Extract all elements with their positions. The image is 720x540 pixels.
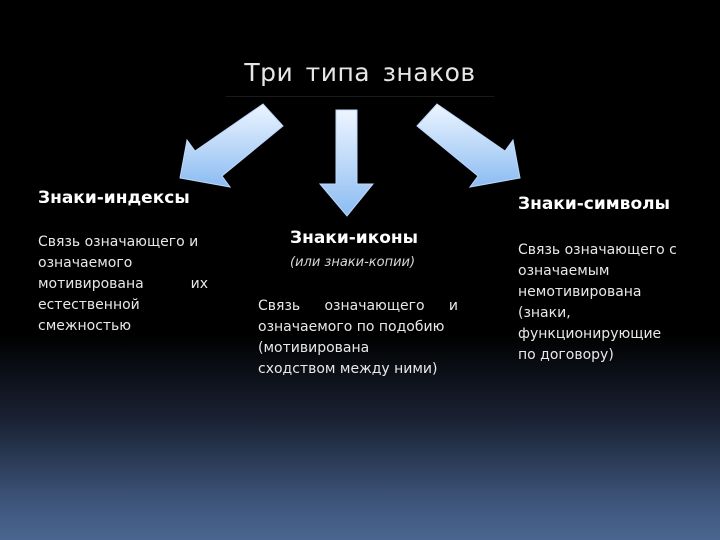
text-line: Связь означающего и <box>258 296 458 317</box>
arrow-down-icon <box>318 109 375 217</box>
text-line: сходством между ними) <box>258 361 438 377</box>
symbol-signs-description: Связь означающего с означаемым немотивир… <box>518 240 698 366</box>
text-line: естественной <box>38 297 140 313</box>
symbol-signs-heading: Знаки-символы <box>518 194 670 214</box>
icon-signs-subtitle: (или знаки-копии) <box>290 255 416 270</box>
text-line: смежностью <box>38 318 132 334</box>
text-line: мотивирована их <box>38 274 208 295</box>
text-line: функционирующие <box>518 326 662 342</box>
index-signs-heading: Знаки-индексы <box>38 188 190 208</box>
text-word: означающего <box>324 298 425 314</box>
text-line: (знаки, <box>518 305 571 321</box>
text-word: мотивирована <box>38 276 144 292</box>
text-line: Связь означающего с <box>518 242 677 258</box>
text-line: Связь означающего и <box>38 234 199 250</box>
text-line: означаемым <box>518 263 610 279</box>
text-word: Связь <box>258 298 301 314</box>
index-signs-description: Связь означающего и означаемого мотивиро… <box>38 232 208 337</box>
arrow-left-icon <box>179 103 284 188</box>
title-underline <box>226 96 494 97</box>
text-line: (мотивирована <box>258 340 370 356</box>
text-line: означаемого <box>38 255 133 271</box>
text-line: означаемого по подобию <box>258 319 445 335</box>
text-word: их <box>190 276 208 292</box>
icon-signs-description: Связь означающего и означаемого по подоб… <box>258 296 458 380</box>
icon-signs-heading: Знаки-иконы <box>290 228 419 248</box>
diagram-title: Три типа знаков <box>244 58 476 87</box>
text-word: и <box>448 298 458 314</box>
text-line: немотивирована <box>518 284 642 300</box>
text-line: по договору) <box>518 347 614 363</box>
arrow-right-icon <box>416 103 521 188</box>
